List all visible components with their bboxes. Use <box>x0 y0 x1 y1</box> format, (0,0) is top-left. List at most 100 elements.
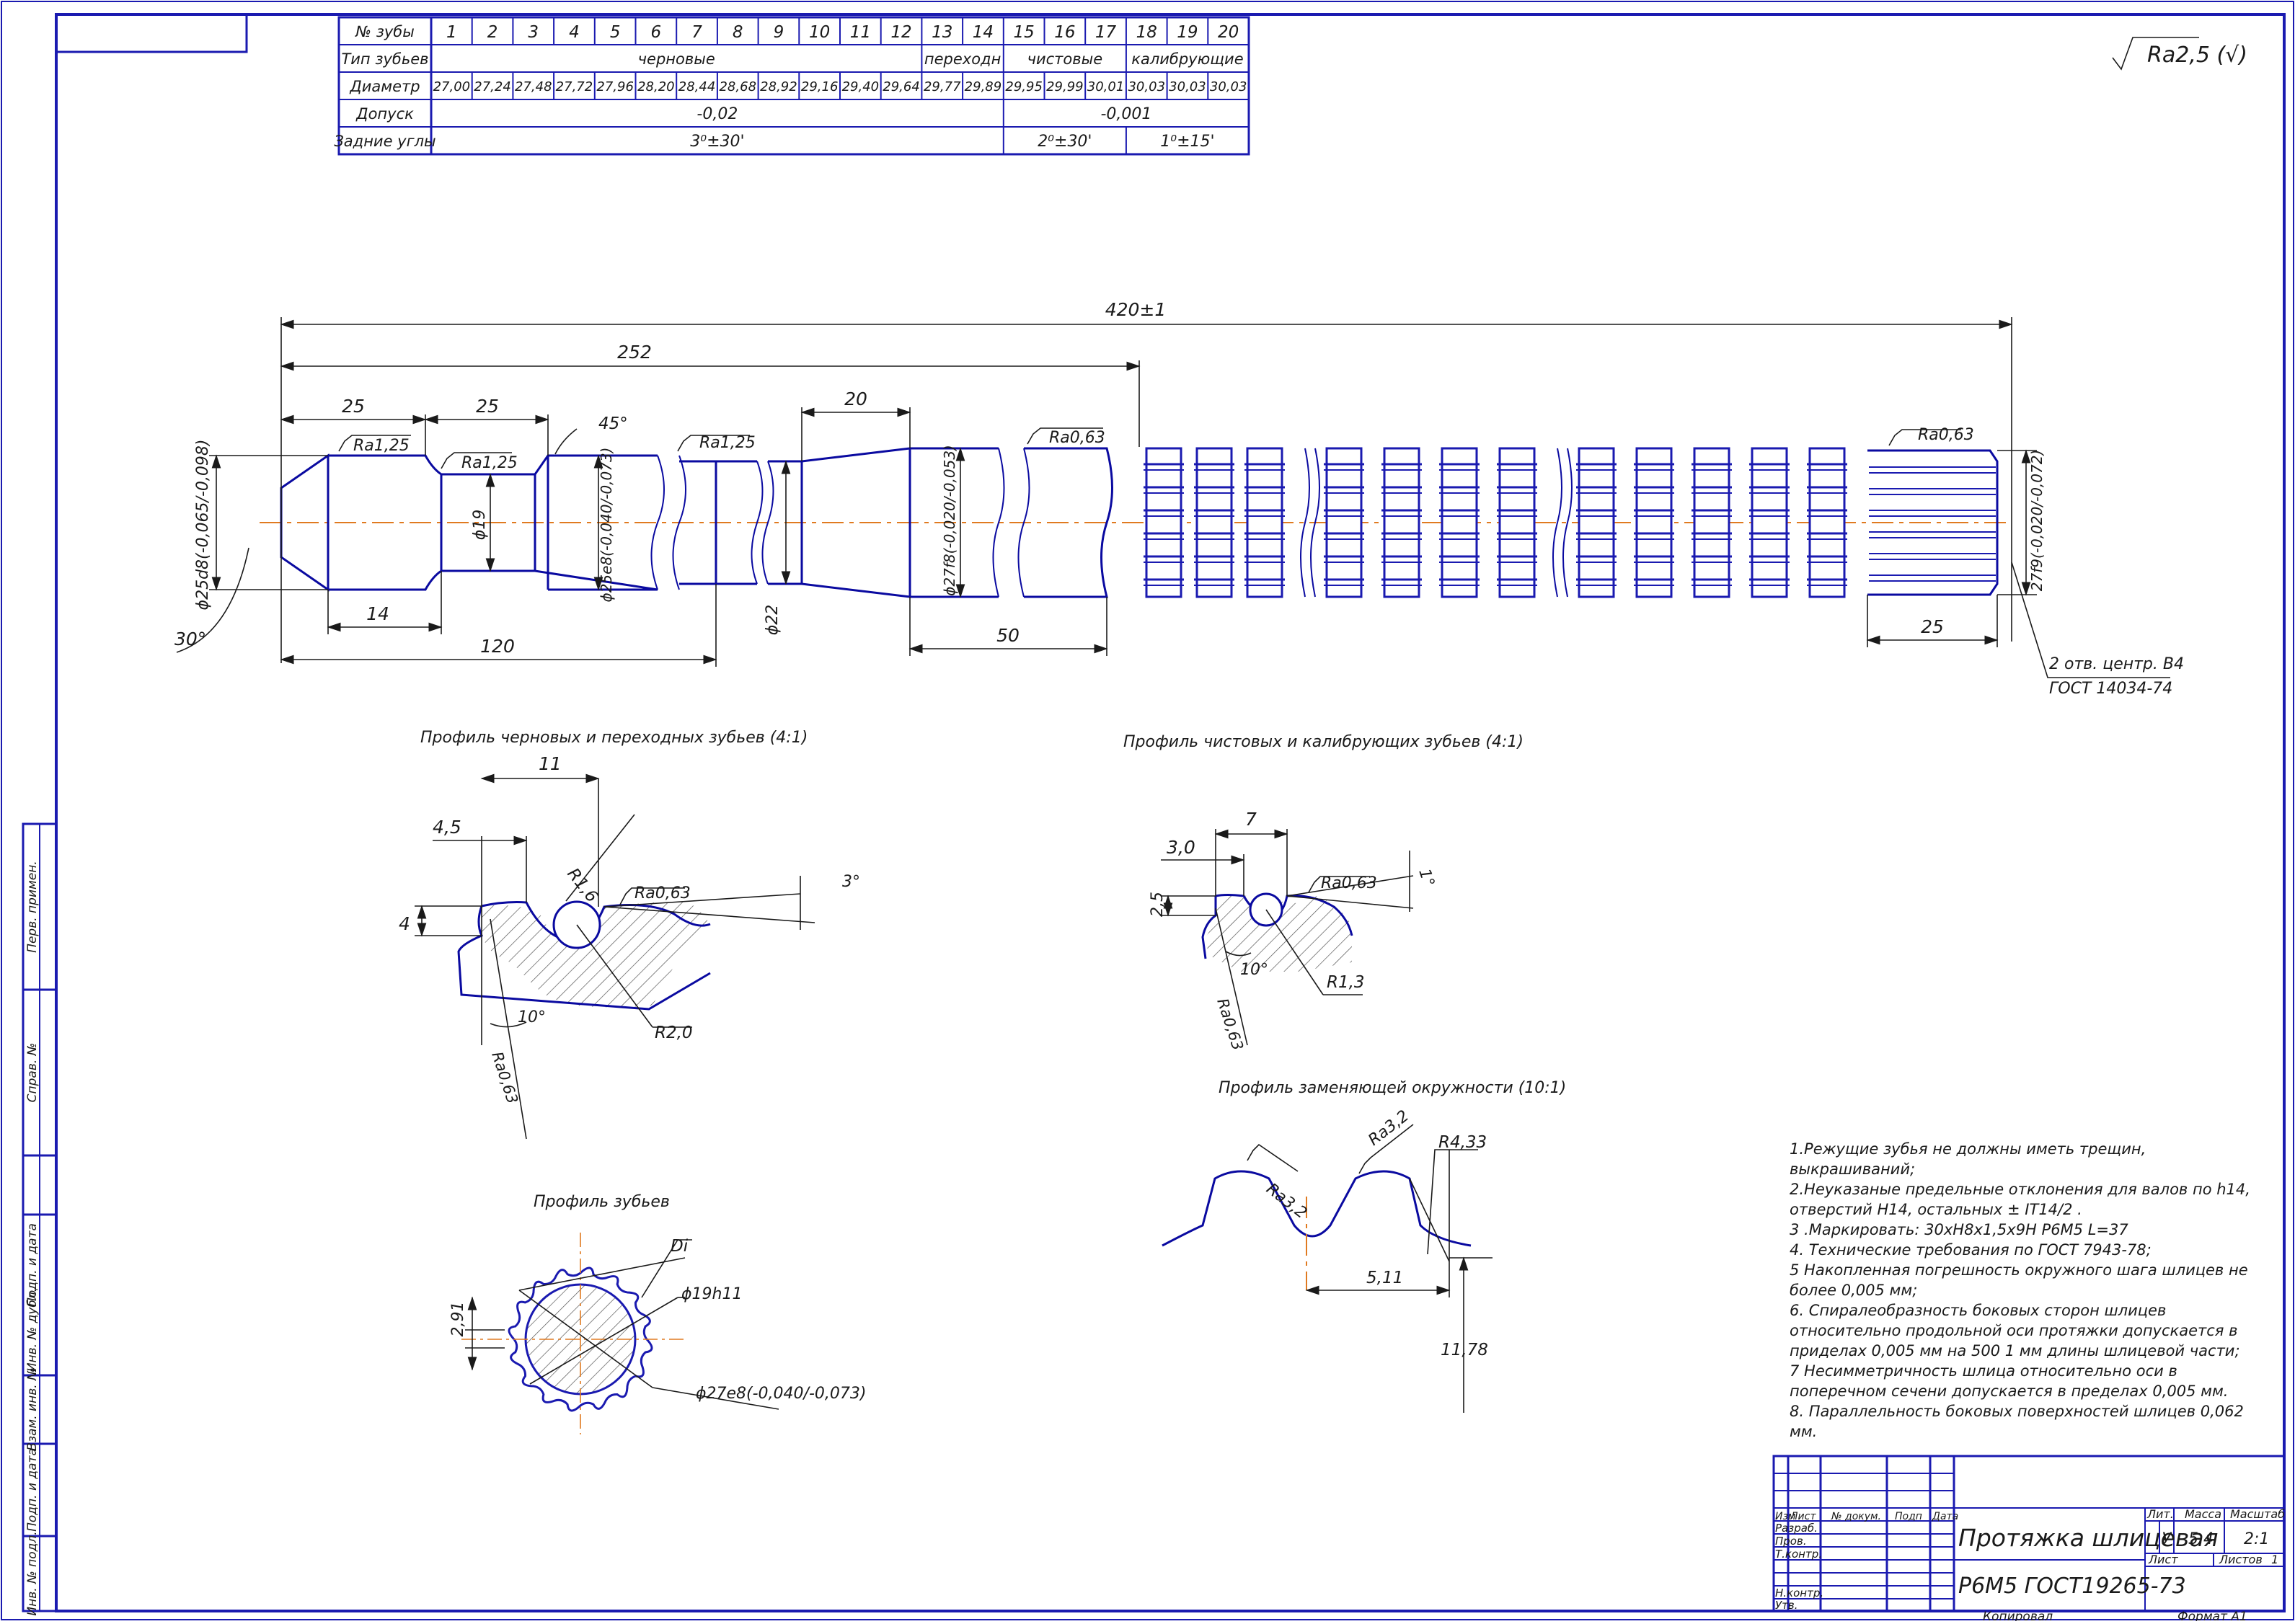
table-cell-number: 1 <box>446 23 457 42</box>
table-cell-diameter: 30,03 <box>1210 79 1247 94</box>
note-item: 7 Несимметричность шлица относительно ос… <box>1790 1362 2229 1400</box>
rear-guide <box>1867 449 1999 596</box>
tb-sheets-label: Листов <box>2219 1553 2263 1566</box>
shank-d25 <box>328 454 443 591</box>
note-item: 5 Накопленная погрешность окружного шага… <box>1790 1261 2248 1299</box>
table-cell-diameter: 29,64 <box>883 79 920 94</box>
general-roughness: Ra2,5 (√) <box>2112 37 2247 71</box>
table-cell-diameter: 28,68 <box>719 79 756 94</box>
dim-20: 20 <box>844 389 867 409</box>
tb-lit: У <box>2162 1530 2172 1548</box>
rear-slots <box>1869 466 1996 582</box>
teeth-dim-291: 2,91 <box>449 1302 467 1337</box>
finish-dim-2-5: 2,5 <box>1149 892 1167 917</box>
dim-50: 50 <box>996 625 1020 646</box>
table-cell-number: 4 <box>569 23 580 42</box>
table-cell-diameter: 28,20 <box>637 79 675 94</box>
tb-mass-label: Масса <box>2185 1507 2221 1521</box>
table-row-label: Задние углы <box>334 133 435 150</box>
note-item: 3 .Маркировать: 30хН8х1,5х9Н Р6М5 L=37 <box>1790 1221 2128 1238</box>
dim-25-neck: 25 <box>476 396 499 417</box>
circle-dim-511: 5,11 <box>1366 1269 1403 1287</box>
inner-frame <box>55 13 2286 1612</box>
break-line <box>1300 448 1320 598</box>
table-cell-diameter: 27,24 <box>474 79 511 94</box>
finish-profile-section <box>1206 895 1352 972</box>
dim-14: 14 <box>366 603 389 624</box>
table-cell-tolerance: -0,001 <box>1100 105 1151 123</box>
side-stamp: Перв. примен. Справ. № Подп. и дата Инв.… <box>22 822 58 1616</box>
table-cell-number: 14 <box>973 23 994 42</box>
rough-dim-4-5: 4,5 <box>433 817 461 838</box>
note-item: 6. Спиралеобразность боковых сторон шлиц… <box>1790 1302 2240 1359</box>
finish-ra-flank: Ra0,63 <box>1213 996 1247 1052</box>
diameter-22: ϕ22 <box>764 605 782 636</box>
tb-row-utv: Утв. <box>1775 1599 1798 1612</box>
finish-angle-1: 1° <box>1415 866 1438 889</box>
tb-row-tkontr: Т.контр. <box>1775 1548 1822 1561</box>
table-cell-diameter: 27,00 <box>433 79 471 94</box>
profile-rough-teeth: Профиль черновых и переходных зубьев (4:… <box>399 729 860 1140</box>
dim-25-shank: 25 <box>342 396 365 417</box>
note-item: 1.Режущие зубья не должны иметь трещин, … <box>1790 1140 2146 1178</box>
neck-section <box>679 460 757 585</box>
centre-hole-note: 2 отв. центр. В4 <box>2049 655 2184 673</box>
note-item: 4. Технические требования по ГОСТ 7943-7… <box>1790 1241 2152 1259</box>
tb-scale: 2:1 <box>2244 1530 2269 1548</box>
side-stamp-label: Справ. № <box>25 1043 40 1103</box>
table-cell-number: 16 <box>1054 23 1075 42</box>
ra-neck: Ra1,25 <box>461 454 518 472</box>
table-cell-diameter: 30,03 <box>1169 79 1206 94</box>
teeth-row <box>1144 447 1847 598</box>
tb-mass: 5,4 <box>2188 1530 2214 1548</box>
broach-main-view: 420±1 252 25 25 20 14 120 50 25 45° 30° … <box>174 299 2184 698</box>
profile-substitute-circle: Профиль заменяющей окружности (10:1) Ra3… <box>1162 1079 1566 1413</box>
table-cell-type: черновые <box>638 50 715 68</box>
finish-angle-10: 10° <box>1240 961 1268 979</box>
broach-tooth <box>1497 447 1537 598</box>
circle-dim-1178: 11,78 <box>1441 1341 1488 1359</box>
rough-angle-3: 3° <box>842 873 860 891</box>
table-cell-angle: 2⁰±30' <box>1038 133 1092 151</box>
teeth-d19h11: ϕ19h11 <box>681 1285 742 1303</box>
tb-material: Р6М5 ГОСТ19265-73 <box>1958 1574 2186 1599</box>
table-cell-diameter: 29,16 <box>801 79 839 94</box>
side-stamp-label: Взам. инв. № <box>25 1367 40 1450</box>
profile-finish-teeth: Профиль чистовых и калибрующих зубьев (4… <box>1123 733 1524 1052</box>
tb-col-doc: № докум. <box>1831 1511 1881 1522</box>
table-cell-number: 5 <box>610 23 621 42</box>
broach-tooth <box>1324 447 1364 598</box>
teeth-di: Di <box>671 1237 689 1256</box>
break-line <box>1552 448 1573 598</box>
side-stamp-label: Инв. № дубл. <box>25 1288 40 1372</box>
table-cell-diameter: 27,96 <box>596 79 634 94</box>
table-cell-diameter: 29,77 <box>924 79 961 94</box>
profile-finish-title: Профиль чистовых и калибрующих зубьев (4… <box>1123 733 1524 751</box>
diameter-19: ϕ19 <box>471 510 489 541</box>
table-cell-diameter: 27,48 <box>515 79 552 94</box>
teeth-d27e8: ϕ27e8(-0,040/-0,073) <box>696 1385 866 1403</box>
tb-lit-label: Лит. <box>2146 1507 2174 1521</box>
table-cell-number: 7 <box>691 23 702 42</box>
rough-dim-11: 11 <box>539 753 562 774</box>
note-item: 8. Параллельность боковых поверхностей ш… <box>1790 1403 2244 1440</box>
side-stamp-label: Инв. № подл. <box>25 1531 40 1615</box>
table-cell-number: 13 <box>932 23 952 42</box>
table-cell-type: переходн <box>924 50 1001 68</box>
finish-r13: R1,3 <box>1327 973 1365 992</box>
tb-scale-label: Масштаб <box>2230 1507 2285 1521</box>
tb-sheet-label: Лист <box>2148 1553 2178 1566</box>
table-cell-number: 10 <box>809 23 830 42</box>
profile-rough-title: Профиль черновых и переходных зубьев (4:… <box>420 729 808 747</box>
note-item: 2.Неуказаные предельные отклонения для в… <box>1790 1181 2250 1218</box>
table-cell-diameter: 29,40 <box>842 79 880 94</box>
finish-dim-3-0: 3,0 <box>1167 837 1195 858</box>
table-cell-diameter: 29,89 <box>965 79 1002 94</box>
ra-front-guide: Ra0,63 <box>1049 429 1105 447</box>
dim-252: 252 <box>617 342 652 363</box>
table-cell-number: 20 <box>1218 23 1239 42</box>
broach-tooth <box>1439 447 1480 598</box>
table-cell-diameter: 30,03 <box>1128 79 1165 94</box>
